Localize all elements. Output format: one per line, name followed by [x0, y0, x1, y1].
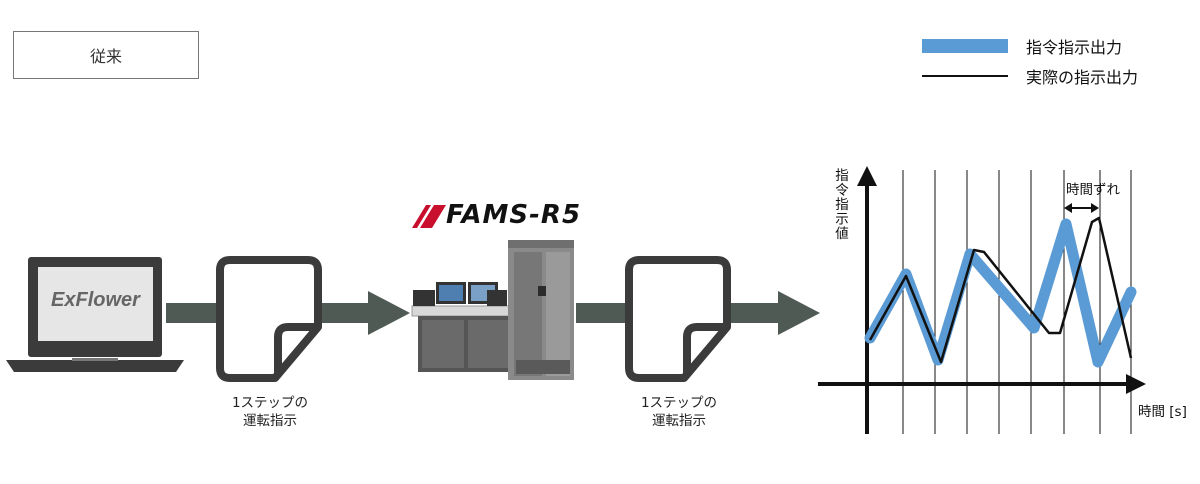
- exflower-screen-label: ExFlower: [51, 289, 140, 311]
- document-icon-2: [625, 256, 731, 382]
- legend: 指令指示出力 実際の指示出力: [922, 34, 1138, 88]
- graph-y-axis-label: 指令指示値: [832, 168, 848, 241]
- mode-label: 従来: [89, 47, 122, 66]
- document-caption-1: 1ステップの 運転指示: [205, 394, 335, 430]
- legend-swatch-actual: [922, 74, 1008, 78]
- command-output-line: [864, 218, 1137, 368]
- time-lag-label: 時間ずれ: [1066, 182, 1120, 198]
- legend-item-actual: 実際の指示出力: [922, 64, 1138, 88]
- fams-logo-mark: [412, 205, 446, 228]
- laptop-icon: [6, 257, 184, 372]
- mode-label-box: 従来: [13, 31, 199, 79]
- fams-logo-text: FAMS-R5: [446, 200, 582, 230]
- legend-swatch-command: [922, 39, 1008, 53]
- document-caption-1-line2: 運転指示: [243, 413, 297, 429]
- document-caption-2-line2: 運転指示: [652, 413, 706, 429]
- document-icon-1: [216, 256, 322, 382]
- document-caption-2-line1: 1ステップの: [640, 395, 718, 411]
- legend-item-command: 指令指示出力: [922, 34, 1138, 58]
- graph-x-axis-label: 時間 [s]: [1138, 404, 1187, 420]
- document-caption-2: 1ステップの 運転指示: [614, 394, 744, 430]
- controller-equipment-image: [411, 240, 574, 380]
- legend-label-actual: 実際の指示出力: [1026, 68, 1139, 87]
- document-caption-1-line1: 1ステップの: [231, 395, 309, 411]
- time-lag-double-arrow: [1064, 203, 1099, 213]
- legend-label-command: 指令指示出力: [1026, 38, 1123, 57]
- actual-output-line: [868, 216, 1133, 364]
- graph-axes: [818, 166, 1146, 434]
